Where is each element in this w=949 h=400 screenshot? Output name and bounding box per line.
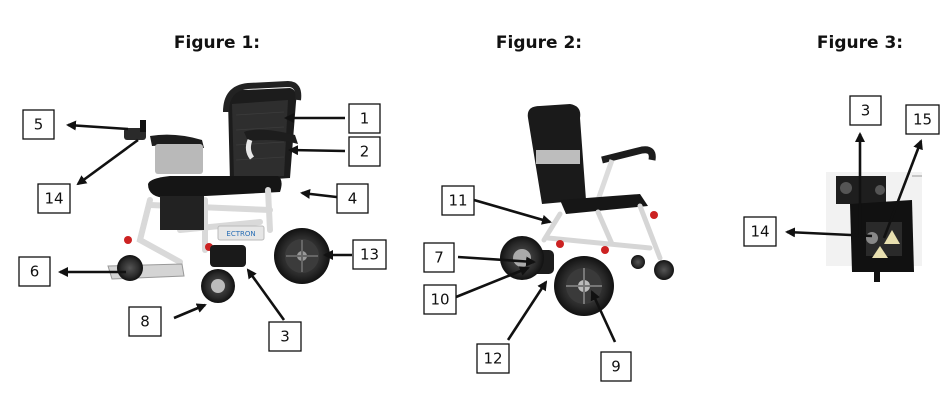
figure-2-arrows bbox=[455, 198, 617, 343]
callout-2: 2 bbox=[348, 136, 381, 167]
callout-14: 14 bbox=[37, 183, 71, 214]
figure-1-wheelchair: ECTRON bbox=[107, 80, 330, 303]
callout-7: 7 bbox=[423, 242, 455, 273]
svg-text:7: 7 bbox=[434, 249, 444, 267]
armrest-right bbox=[244, 129, 298, 144]
figure-3-arrows bbox=[785, 132, 923, 239]
frame-brand-text: ECTRON bbox=[226, 230, 255, 238]
callout-10: 10 bbox=[423, 284, 457, 315]
svg-text:14: 14 bbox=[44, 190, 63, 208]
figure-3-detail bbox=[826, 172, 922, 282]
rear-wheel bbox=[274, 228, 330, 284]
callout-1: 1 bbox=[348, 103, 381, 134]
svg-text:14: 14 bbox=[750, 223, 769, 241]
svg-text:3: 3 bbox=[861, 102, 871, 120]
svg-text:6: 6 bbox=[30, 263, 40, 281]
svg-text:15: 15 bbox=[913, 111, 932, 129]
seat bbox=[148, 176, 282, 198]
callout-3: 3 bbox=[268, 321, 302, 352]
rear-wheel-right bbox=[554, 256, 614, 316]
callout-11: 11 bbox=[441, 185, 475, 216]
svg-text:13: 13 bbox=[360, 246, 379, 264]
callout-8: 8 bbox=[128, 306, 162, 337]
svg-text:2: 2 bbox=[360, 143, 370, 161]
callout-12: 12 bbox=[476, 343, 510, 374]
svg-text:1: 1 bbox=[360, 110, 370, 128]
figure-2-title: Figure 2: bbox=[495, 33, 583, 53]
callout-6: 6 bbox=[18, 256, 51, 287]
svg-text:9: 9 bbox=[611, 358, 621, 376]
front-caster bbox=[201, 269, 235, 303]
callout-4: 4 bbox=[336, 183, 369, 214]
svg-text:10: 10 bbox=[430, 291, 449, 309]
callout-15: 15 bbox=[905, 104, 940, 135]
svg-text:12: 12 bbox=[483, 350, 502, 368]
svg-text:5: 5 bbox=[34, 116, 44, 134]
svg-text:8: 8 bbox=[140, 313, 150, 331]
figure-1-arrows bbox=[58, 113, 352, 321]
svg-text:3: 3 bbox=[280, 328, 290, 346]
figure-1-callouts: 1 2 4 13 3 8 6 14 5 bbox=[18, 103, 387, 352]
callout-13: 13 bbox=[352, 239, 387, 270]
callout-5: 5 bbox=[22, 109, 55, 140]
rear-wheel-left bbox=[500, 236, 544, 280]
figure-3-callouts: 3 15 14 bbox=[743, 95, 940, 247]
figure-3-title: Figure 3: bbox=[816, 33, 904, 53]
callout-3-fig3: 3 bbox=[849, 95, 882, 126]
callout-9: 9 bbox=[600, 351, 632, 382]
figure-2-callouts: 11 7 10 12 9 bbox=[423, 185, 632, 382]
callout-14-fig3: 14 bbox=[743, 216, 777, 247]
svg-text:4: 4 bbox=[348, 190, 358, 208]
figure-1-title: Figure 1: bbox=[173, 33, 261, 53]
figure-2-wheelchair bbox=[500, 104, 674, 316]
svg-text:11: 11 bbox=[448, 192, 467, 210]
